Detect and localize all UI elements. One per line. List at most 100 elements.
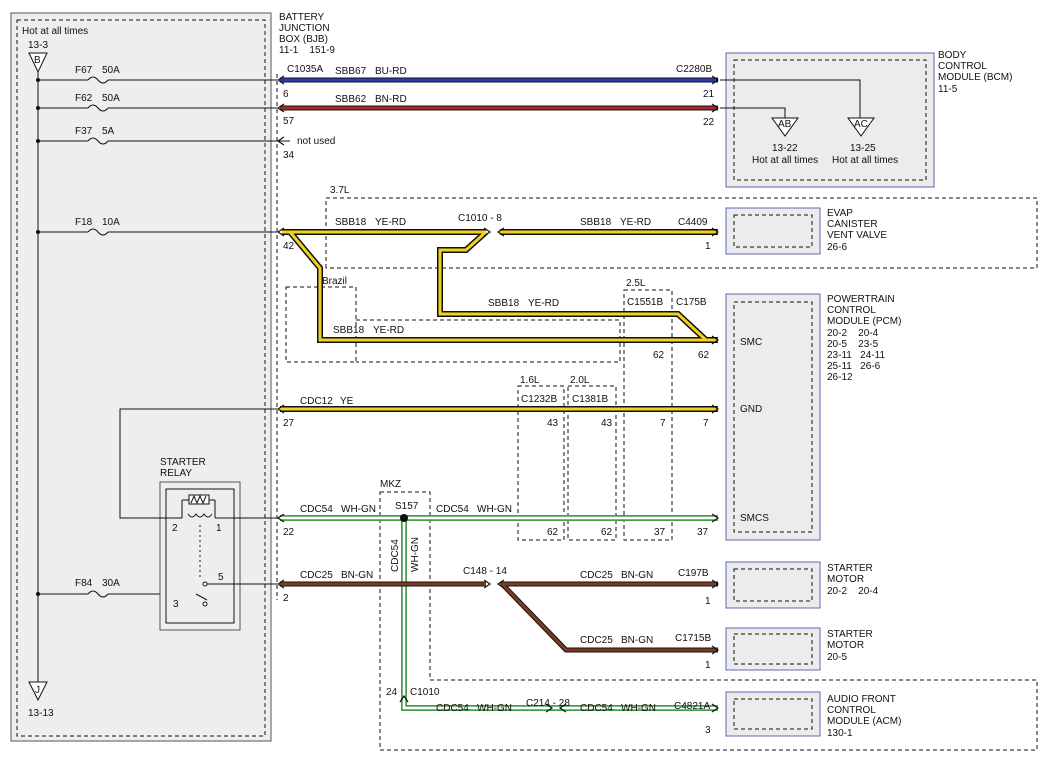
splice-s157-label: S157: [395, 501, 419, 512]
conn-c1232b: C1232B: [521, 394, 557, 405]
relay-coil-zigzag: [190, 494, 207, 505]
conn-c1035a: C1035A: [287, 64, 323, 75]
variant-37l-region: [325, 197, 1038, 269]
conn-c197b: C197B: [678, 568, 709, 579]
pcm-pin-37b: 37: [697, 527, 709, 538]
connector-j-icon: [28, 681, 48, 702]
c1715b-pin: 1: [705, 660, 711, 671]
fuse-f18-name: F18: [75, 217, 93, 228]
label-cdc25-b-color: BN-GN: [621, 570, 653, 581]
bcm-ref: 11-5: [938, 84, 958, 95]
relay-coil-winding: [187, 513, 213, 518]
variant-25l-label: 2.5L: [626, 278, 646, 289]
label-cdc54-b: CDC54: [436, 504, 469, 515]
bcm-ab-ref: 13-22: [772, 143, 798, 154]
bjb-pin-42: 42: [283, 241, 295, 252]
bjb-inner-box: [16, 19, 266, 737]
fuse-f84-name: F84: [75, 578, 93, 589]
fuse-f37-name: F37: [75, 126, 93, 137]
label-cdc12: CDC12: [300, 396, 333, 407]
fuse-f67-icon: [87, 76, 109, 84]
pcm-pin-gnd: GND: [740, 404, 762, 415]
label-cdc54-d: CDC54: [580, 703, 613, 714]
variant-25l-region: [623, 289, 673, 541]
evap-title-3: VENT VALVE: [827, 230, 887, 241]
starter-motor-2-ref: 20-5: [827, 652, 847, 663]
c2280b-pin-22: 22: [703, 117, 715, 128]
acm-ref: 130-1: [827, 728, 853, 739]
fuse-f67-rating: 50A: [102, 65, 120, 76]
label-cdc54-vert-color: WH-GN: [410, 537, 421, 572]
connector-ab-icon: [771, 117, 799, 137]
conn-c1010: C1010: [410, 687, 440, 698]
fuse-f37-rating: 5A: [102, 126, 115, 137]
label-sbb67-color: BU-RD: [375, 66, 407, 77]
c4821a-pin: 3: [705, 725, 711, 736]
connector-j-label: J: [35, 685, 40, 696]
pcm-pin-smc: SMC: [740, 337, 762, 348]
conn-c1551b: C1551B: [627, 297, 663, 308]
variant-mkz-region: [379, 491, 1038, 751]
bcm-inner: [733, 59, 927, 181]
bjb-ref-top: 13-3: [28, 40, 48, 51]
relay-switch-blade: [195, 593, 208, 601]
splice-s157-node: [400, 514, 408, 522]
label-sbb62-color: BN-RD: [375, 94, 407, 105]
acm-title-3: MODULE (ACM): [827, 716, 901, 727]
c1381b-pin-43: 43: [601, 418, 613, 429]
starter-relay-title-2: RELAY: [160, 468, 192, 479]
label-sbb18-a-color: YE-RD: [375, 217, 406, 228]
label-cdc12-color: YE: [340, 396, 354, 407]
label-cdc25-a: CDC25: [300, 570, 333, 581]
bjb-pin-27: 27: [283, 418, 295, 429]
bcm-internal-21: [720, 79, 861, 118]
pcm-ref-1: 20-5 23-5: [827, 339, 879, 350]
label-sbb62: SBB62: [335, 94, 367, 105]
pcm-ref-4: 26-12: [827, 372, 853, 383]
relay-pin-2: 2: [172, 523, 178, 534]
variant-37l-label: 3.7L: [330, 185, 350, 196]
c1010-pin: 24: [386, 687, 398, 698]
bcm-ab-hot: Hot at all times: [752, 155, 818, 166]
bcm-ac-ref: 13-25: [850, 143, 876, 154]
wire-cdc25-network: [280, 581, 718, 653]
label-cdc54-b-color: WH-GN: [477, 504, 512, 515]
bjb-title-3: BOX (BJB): [279, 34, 328, 45]
bjb-pin-57: 57: [283, 116, 295, 127]
connector-ac-icon: [847, 117, 875, 137]
pcm-ref-3: 25-11 26-6: [827, 361, 881, 372]
starter-motor-1-ref: 20-2 20-4: [827, 586, 879, 597]
fuse-f62-icon: [87, 104, 109, 112]
relay-pin-3: 3: [173, 599, 179, 610]
not-used-label: not used: [297, 136, 335, 147]
label-cdc54-a-color: WH-GN: [341, 504, 376, 515]
acm-title-2: CONTROL: [827, 705, 876, 716]
label-cdc54-c: CDC54: [436, 703, 469, 714]
hot-at-all-times-label: Hot at all times: [22, 26, 88, 37]
connector-arrows: [276, 75, 720, 713]
c1381b-pin-62: 62: [601, 527, 613, 538]
conn-c1010-8: C1010 - 8: [458, 213, 502, 224]
fuse-f84-rating: 30A: [102, 578, 120, 589]
relay-coil-gnd-wire: [119, 408, 277, 519]
variant-mkz-label: MKZ: [380, 479, 401, 490]
evap-box: [725, 207, 821, 255]
label-sbb18-b-color: YE-RD: [620, 217, 651, 228]
evap-title-2: CANISTER: [827, 219, 878, 230]
relay-coil-leads: [181, 499, 216, 512]
bjb-pin-6: 6: [283, 89, 289, 100]
conn-c1381b: C1381B: [572, 394, 608, 405]
label-sbb67: SBB67: [335, 66, 367, 77]
bcm-ac-hot: Hot at all times: [832, 155, 898, 166]
label-cdc25-c-color: BN-GN: [621, 635, 653, 646]
starter-motor-2-title-2: MOTOR: [827, 640, 864, 651]
conn-c4409: C4409: [678, 217, 708, 228]
conn-c1715b: C1715B: [675, 633, 711, 644]
bcm-box: [725, 52, 935, 188]
starter-motor-1-title-1: STARTER: [827, 563, 873, 574]
bcm-title-1: BODY: [938, 50, 967, 61]
label-cdc25-b: CDC25: [580, 570, 613, 581]
connector-ab-label: AB: [778, 119, 792, 130]
variant-16l-label: 1.6L: [520, 375, 540, 386]
starter-relay-title-1: STARTER: [160, 457, 206, 468]
